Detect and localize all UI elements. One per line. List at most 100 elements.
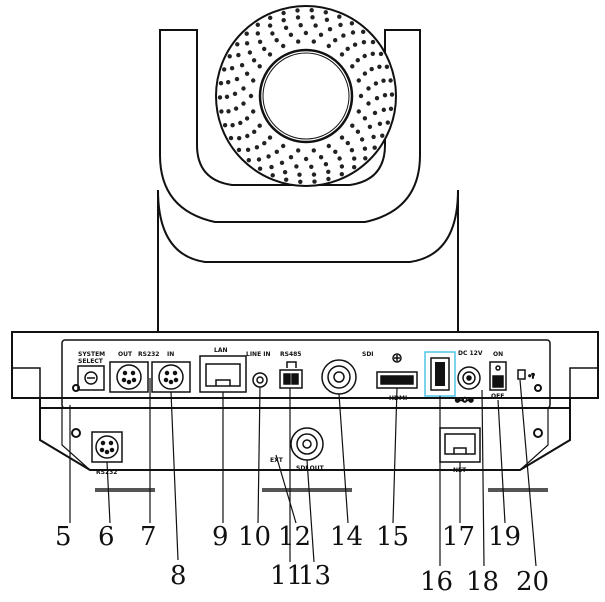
- dc12v-power-jack: ⊖-C-⊕: [454, 366, 481, 405]
- grille-dot: [270, 173, 275, 178]
- grille-dot: [371, 134, 376, 140]
- grille-dot: [256, 157, 262, 162]
- grille-dot: [352, 42, 358, 47]
- grille-dot: [311, 148, 316, 153]
- grille-dot: [313, 23, 318, 28]
- svg-text:⊖-C-⊕: ⊖-C-⊕: [455, 397, 474, 404]
- grille-dot: [227, 54, 232, 59]
- grille-dot: [246, 158, 251, 163]
- grille-dot: [350, 123, 355, 128]
- grille-dot: [381, 107, 386, 113]
- callout-18: 18: [466, 567, 499, 597]
- grille-dot: [310, 15, 315, 20]
- grille-dot: [373, 81, 379, 86]
- power-switch: [489, 361, 507, 391]
- grille-dot: [388, 106, 394, 112]
- net-port: [439, 427, 481, 463]
- grille-dot: [303, 156, 309, 162]
- grille-dot: [382, 93, 388, 98]
- grille-dot: [303, 30, 309, 36]
- sdi-bnc-connector: [321, 359, 357, 395]
- label-on: ON: [493, 351, 503, 358]
- grille-dot: [296, 39, 301, 44]
- grille-dot: [370, 51, 375, 56]
- grille-dot: [339, 52, 345, 57]
- grille-dot: [274, 149, 279, 154]
- grille-dot: [326, 176, 331, 182]
- grille-dot: [267, 135, 273, 140]
- grille-dot: [362, 71, 368, 76]
- grille-dot: [358, 93, 364, 99]
- grille-dot: [367, 124, 373, 129]
- grille-dot: [236, 147, 242, 153]
- grille-dot: [355, 129, 361, 134]
- callout-12: 12: [278, 522, 311, 552]
- grille-dot: [350, 64, 355, 69]
- grille-dot: [323, 10, 328, 15]
- grille-dot: [281, 43, 286, 49]
- grille-dot: [229, 66, 235, 71]
- grille-dot: [241, 86, 246, 91]
- grille-dot: [230, 123, 235, 128]
- grille-dot: [288, 32, 294, 37]
- grille-dot: [374, 96, 380, 101]
- grille-dot: [257, 166, 263, 171]
- grille-dot: [339, 172, 344, 177]
- camera-base-housing: [157, 189, 459, 333]
- grille-dot: [245, 133, 250, 139]
- grille-dot: [311, 172, 317, 177]
- label-system-select-2: SELECT: [78, 358, 104, 365]
- grille-dot: [251, 109, 256, 114]
- grille-dot: [298, 179, 303, 184]
- grille-dot: [362, 53, 367, 59]
- grille-dot: [255, 22, 260, 27]
- grille-dot: [295, 15, 301, 20]
- lan-port: [199, 355, 247, 393]
- grille-dot: [228, 135, 234, 141]
- grille-dot: [339, 164, 345, 169]
- callout-17: 17: [442, 522, 475, 552]
- callouts-top: 5 6 7 9 10 12 14 15 17 19: [55, 522, 521, 552]
- grille-dot: [323, 162, 329, 167]
- rs232-bottom-port: [91, 431, 123, 463]
- system-select-switch: [77, 365, 105, 391]
- grille-dot: [217, 95, 223, 100]
- grille-dot: [296, 148, 301, 153]
- leader-lines: [69, 378, 537, 567]
- grille-dot: [226, 80, 231, 85]
- grille-dot: [281, 143, 286, 149]
- callout-10: 10: [238, 522, 271, 552]
- grille-dot: [359, 137, 365, 142]
- usb-port: [424, 351, 456, 397]
- label-ext: EXT: [270, 457, 284, 464]
- grille-dot: [384, 64, 390, 70]
- grille-dot: [345, 46, 350, 51]
- grille-dot: [355, 58, 360, 63]
- grille-dot: [266, 154, 271, 159]
- grille-dot: [337, 14, 342, 19]
- callouts-bottom: 8 11 13 16 18 20: [170, 561, 549, 597]
- grille-dot: [372, 145, 377, 150]
- grille-dot: [281, 10, 286, 16]
- label-rs232-top: RS232: [138, 351, 159, 358]
- grille-dot: [341, 33, 346, 38]
- grille-dot: [224, 94, 230, 100]
- grille-dot: [389, 92, 395, 97]
- grille-dot: [381, 78, 386, 83]
- grille-dot: [267, 23, 273, 28]
- sdi-out-bnc-connector: [290, 427, 324, 461]
- label-rs232-bottom: RS232: [96, 469, 117, 476]
- grille-dot: [233, 106, 239, 111]
- grille-dot: [222, 67, 227, 72]
- label-rs232-out: OUT: [118, 351, 133, 358]
- grille-dot: [219, 109, 224, 114]
- callout-8: 8: [170, 561, 187, 591]
- grille-dot: [388, 78, 393, 83]
- grille-dot: [244, 71, 250, 76]
- grille-dot: [311, 39, 316, 44]
- grille-dot: [269, 164, 274, 170]
- grille-dot: [251, 78, 256, 83]
- grille-dot: [254, 145, 260, 150]
- grille-dot: [363, 156, 368, 161]
